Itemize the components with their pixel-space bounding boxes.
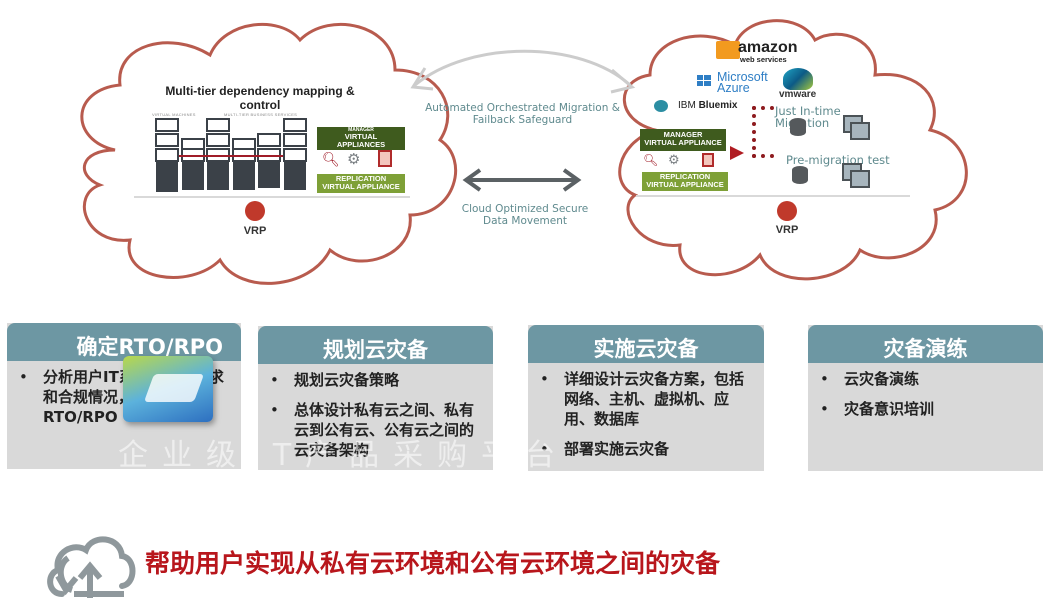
- left-manager-line3: APPLIANCES: [336, 140, 386, 149]
- vrp-logo-icon: [777, 201, 797, 221]
- vm-box: [257, 133, 281, 147]
- left-manager-appliance: MANAGER VIRTUAL APPLIANCES: [317, 127, 405, 150]
- ibm-logo-text: IBM Bluemix: [678, 100, 737, 111]
- card-plan-cloud-dr: 规划云灾备 • 规划云灾备策略 • 总体设计私有云之间、私有云到公有云、公有云之…: [258, 326, 493, 470]
- gears-icon: ⚙: [668, 152, 680, 167]
- migration-arrow-icon: [730, 146, 744, 160]
- vm-box: [206, 118, 230, 132]
- search-icon: 🔍︎: [643, 153, 659, 167]
- gears-icon: ⚙: [347, 151, 361, 168]
- card-bullet: • 详细设计云灾备方案，包括网络、主机、虚拟机、应用、数据库: [540, 370, 745, 428]
- server-icon: [182, 160, 204, 190]
- server-icon: [258, 160, 280, 188]
- left-manager-line1: MANAGER: [348, 127, 374, 133]
- card-body: • 规划云灾备策略 • 总体设计私有云之间、私有云到公有云、公有云之间的云灾备架…: [258, 364, 493, 470]
- card-rto-rpo: 确定RTO/RPO • 分析用户IT系统、业务需求和合规情况，确定RTO/RPO: [7, 323, 241, 469]
- server-icon: [156, 160, 178, 192]
- left-manager-line2: VIRTUAL: [344, 132, 378, 141]
- server-icon: [207, 160, 229, 190]
- right-vrp-label: VRP: [775, 224, 799, 236]
- card-body: • 详细设计云灾备方案，包括网络、主机、虚拟机、应用、数据库 • 部署实施云灾备: [528, 363, 764, 471]
- left-replication-line1: REPLICATION: [335, 174, 387, 183]
- vm-box: [283, 148, 307, 162]
- right-replication-appliance: REPLICATION VIRTUAL APPLIANCE: [642, 172, 728, 191]
- card-title: 实施云灾备: [528, 325, 764, 363]
- premigration-test-label: Pre-migration test: [786, 153, 890, 167]
- orchestration-label: Automated Orchestrated Migration & Failb…: [410, 102, 635, 126]
- left-cloud-title: Multi-tier dependency mapping & control: [150, 84, 370, 112]
- server-icon: [233, 160, 255, 190]
- right-divider: [636, 195, 910, 197]
- cloud-sync-icon: [47, 536, 136, 598]
- vmware-logo-icon: [783, 68, 813, 90]
- right-replication-line1: REPLICATION: [659, 172, 711, 181]
- right-manager-line1: MANAGER: [663, 130, 703, 139]
- footer-tagline: 帮助用户实现从私有云环境和公有云环境之间的灾备: [145, 549, 721, 578]
- card-bullet: • 部署实施云灾备: [540, 440, 670, 458]
- card-title: 规划云灾备: [258, 326, 493, 364]
- app-logo-overlay-icon: [123, 356, 213, 422]
- right-manager-line2: VIRTUAL APPLIANCE: [644, 138, 722, 147]
- card-bullet: • 规划云灾备策略: [270, 371, 400, 389]
- vm-box: [283, 118, 307, 132]
- vm-box: [155, 133, 179, 147]
- dependency-link: [179, 155, 283, 157]
- orchestration-label-line1: Automated Orchestrated Migration &: [425, 102, 620, 114]
- azure-line2: Azure: [717, 81, 750, 95]
- card-title: 灾备演练: [808, 325, 1043, 363]
- vm-box: [155, 148, 179, 162]
- vm-stack-icon: [850, 122, 870, 140]
- vrp-logo-icon: [245, 201, 265, 221]
- azure-logo-text: Microsoft Azure: [717, 70, 768, 95]
- vm-box: [283, 133, 307, 147]
- aws-logo-text: amazon: [738, 39, 798, 56]
- right-manager-appliance: MANAGER VIRTUAL APPLIANCE: [640, 129, 726, 151]
- card-bullet: • 灾备意识培训: [820, 400, 935, 418]
- database-icon: [790, 118, 806, 136]
- document-icon: [702, 153, 714, 167]
- orchestration-arc-arrow: [414, 49, 632, 87]
- card-body: • 云灾备演练 • 灾备意识培训: [808, 363, 1043, 471]
- card-bullet: • 云灾备演练: [820, 370, 920, 388]
- business-services-label: MULTI-TIER BUSINESS SERVICES: [224, 112, 298, 117]
- card-title: 确定RTO/RPO: [7, 323, 241, 361]
- ibm-text: IBM: [678, 100, 696, 111]
- card-implement-cloud-dr: 实施云灾备 • 详细设计云灾备方案，包括网络、主机、虚拟机、应用、数据库 • 部…: [528, 325, 764, 471]
- data-movement-label-line2: Data Movement: [482, 215, 568, 227]
- search-icon: 🔍︎: [322, 151, 340, 167]
- document-icon: [378, 150, 392, 167]
- vm-box: [155, 118, 179, 132]
- left-cloud-title-line1: Multi-tier dependency mapping &: [165, 84, 355, 98]
- watermark-text: 企业级IT产品采购平台: [118, 438, 570, 473]
- ibm-bluemix-logo-icon: [654, 100, 668, 112]
- left-replication-appliance: REPLICATION VIRTUAL APPLIANCE: [317, 174, 405, 193]
- server-icon: [284, 160, 306, 190]
- database-icon: [792, 166, 808, 184]
- data-movement-label: Cloud Optimized Secure Data Movement: [440, 203, 610, 227]
- right-replication-line2: VIRTUAL APPLIANCE: [646, 180, 724, 189]
- bluemix-text: Bluemix: [698, 100, 738, 111]
- data-movement-label-line1: Cloud Optimized Secure: [461, 203, 589, 215]
- vmware-logo-text: vmware: [779, 89, 817, 100]
- orchestration-label-line2: Failback Safeguard: [472, 114, 573, 126]
- server-rack-group: [154, 118, 307, 192]
- virtual-machines-label: VIRTUAL MACHINES: [152, 112, 196, 117]
- migration-bracket: [752, 106, 774, 158]
- left-cloud-title-line2: control: [239, 98, 281, 112]
- left-replication-line2: VIRTUAL APPLIANCE: [322, 182, 400, 191]
- card-bullet: • 总体设计私有云之间、私有云到公有云、公有云之间的云灾备架构: [270, 401, 475, 459]
- aws-logo-icon: [716, 41, 740, 59]
- vm-stack-icon: [850, 170, 870, 188]
- aws-logo-subtext: web services: [740, 55, 787, 64]
- azure-line1: Microsoft: [717, 70, 768, 84]
- windows-logo-icon: [697, 75, 711, 87]
- left-vrp-label: VRP: [243, 225, 267, 237]
- vm-box: [206, 133, 230, 147]
- left-divider: [134, 196, 410, 198]
- card-dr-drill: 灾备演练 • 云灾备演练 • 灾备意识培训: [808, 325, 1043, 471]
